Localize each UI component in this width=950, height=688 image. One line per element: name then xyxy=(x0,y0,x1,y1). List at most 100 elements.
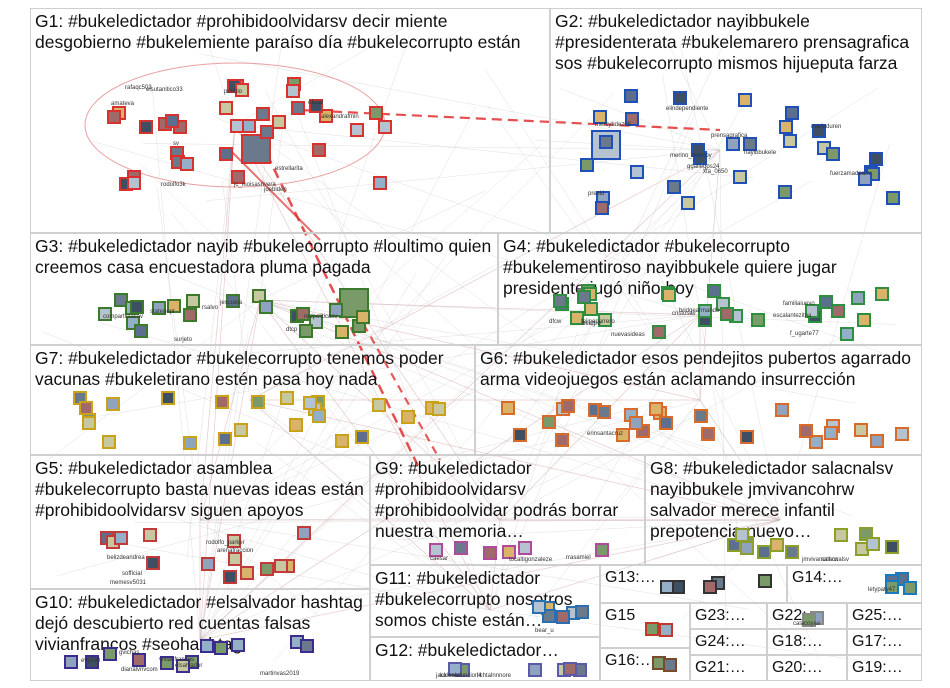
user-node[interactable] xyxy=(563,662,577,676)
user-node[interactable] xyxy=(240,566,254,580)
user-node[interactable] xyxy=(303,396,317,410)
user-node[interactable] xyxy=(432,402,446,416)
user-node[interactable] xyxy=(429,543,443,557)
user-node[interactable] xyxy=(673,91,687,105)
user-node[interactable] xyxy=(167,299,181,313)
user-node[interactable] xyxy=(597,405,611,419)
user-node[interactable] xyxy=(580,158,594,172)
user-node[interactable] xyxy=(758,574,772,588)
user-node[interactable] xyxy=(242,119,256,133)
user-node[interactable] xyxy=(659,416,673,430)
user-node[interactable] xyxy=(312,143,326,157)
user-node[interactable] xyxy=(740,430,754,444)
user-node[interactable] xyxy=(869,152,883,166)
user-node[interactable] xyxy=(335,325,349,339)
user-node[interactable] xyxy=(616,428,630,442)
user-node[interactable] xyxy=(259,300,273,314)
user-node[interactable] xyxy=(231,170,245,184)
user-node[interactable] xyxy=(227,534,241,548)
user-node[interactable] xyxy=(502,545,516,559)
user-node[interactable] xyxy=(778,185,792,199)
user-node[interactable] xyxy=(649,402,663,416)
user-node[interactable] xyxy=(726,137,740,151)
user-node[interactable] xyxy=(809,435,823,449)
user-node[interactable] xyxy=(691,143,705,157)
user-node[interactable] xyxy=(143,528,157,542)
user-node[interactable] xyxy=(183,436,197,450)
user-node[interactable] xyxy=(98,307,112,321)
user-node[interactable] xyxy=(625,112,639,126)
user-node[interactable] xyxy=(834,528,848,542)
user-node[interactable] xyxy=(291,101,305,115)
user-node[interactable] xyxy=(561,399,575,413)
user-node[interactable] xyxy=(885,580,899,594)
user-node[interactable] xyxy=(309,99,323,113)
user-node[interactable] xyxy=(134,324,148,338)
user-node[interactable] xyxy=(369,106,383,120)
user-node[interactable] xyxy=(272,115,286,129)
user-node[interactable] xyxy=(251,395,265,409)
user-node[interactable] xyxy=(300,639,314,653)
user-node[interactable] xyxy=(532,600,546,614)
user-node[interactable] xyxy=(555,433,569,447)
user-node[interactable] xyxy=(707,284,721,298)
user-node[interactable] xyxy=(85,655,99,669)
user-node[interactable] xyxy=(513,428,527,442)
user-node[interactable] xyxy=(289,418,303,432)
user-node[interactable] xyxy=(785,545,799,559)
user-node[interactable] xyxy=(329,303,343,317)
user-node[interactable] xyxy=(757,545,771,559)
user-node[interactable] xyxy=(570,311,584,325)
user-node[interactable] xyxy=(103,647,117,661)
user-node[interactable] xyxy=(127,176,141,190)
user-node[interactable] xyxy=(743,137,757,151)
user-node[interactable] xyxy=(114,531,128,545)
user-node[interactable] xyxy=(241,134,271,164)
user-node[interactable] xyxy=(82,416,96,430)
user-node[interactable] xyxy=(595,201,609,215)
user-node[interactable] xyxy=(630,165,644,179)
user-node[interactable] xyxy=(401,410,415,424)
user-node[interactable] xyxy=(681,196,695,210)
user-node[interactable] xyxy=(556,610,570,624)
user-node[interactable] xyxy=(528,663,542,677)
user-node[interactable] xyxy=(286,84,300,98)
user-node[interactable] xyxy=(176,659,190,673)
user-node[interactable] xyxy=(180,157,194,171)
user-node[interactable] xyxy=(214,641,228,655)
user-node[interactable] xyxy=(501,401,515,415)
user-node[interactable] xyxy=(280,391,294,405)
user-node[interactable] xyxy=(226,294,240,308)
user-node[interactable] xyxy=(735,528,749,542)
user-node[interactable] xyxy=(215,395,229,409)
user-node[interactable] xyxy=(114,293,128,307)
user-node[interactable] xyxy=(851,291,865,305)
user-node[interactable] xyxy=(779,120,793,134)
user-node[interactable] xyxy=(139,120,153,134)
user-node[interactable] xyxy=(312,409,326,423)
user-node[interactable] xyxy=(350,123,364,137)
user-node[interactable] xyxy=(219,147,233,161)
user-node[interactable] xyxy=(799,424,813,438)
user-node[interactable] xyxy=(595,543,609,557)
user-node[interactable] xyxy=(720,307,734,321)
user-node[interactable] xyxy=(235,83,249,97)
user-node[interactable] xyxy=(219,101,233,115)
user-node[interactable] xyxy=(231,638,245,652)
user-node[interactable] xyxy=(218,432,232,446)
user-node[interactable] xyxy=(645,622,659,636)
user-node[interactable] xyxy=(652,325,666,339)
user-node[interactable] xyxy=(260,562,274,576)
user-node[interactable] xyxy=(740,541,754,555)
user-node[interactable] xyxy=(132,653,146,667)
user-node[interactable] xyxy=(805,304,819,318)
user-node[interactable] xyxy=(183,308,197,322)
user-node[interactable] xyxy=(866,537,880,551)
user-node[interactable] xyxy=(256,107,270,121)
user-node[interactable] xyxy=(335,434,349,448)
user-node[interactable] xyxy=(200,639,214,653)
user-node[interactable] xyxy=(733,170,747,184)
user-node[interactable] xyxy=(783,134,797,148)
user-node[interactable] xyxy=(106,397,120,411)
user-node[interactable] xyxy=(542,415,556,429)
